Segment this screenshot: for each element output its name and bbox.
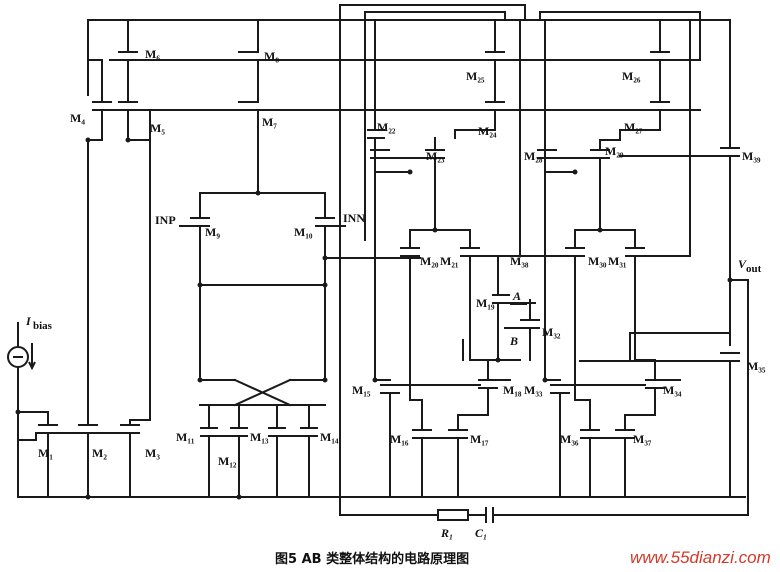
label-b: B	[509, 334, 518, 348]
label-ibias-sub: bias	[33, 320, 53, 332]
label-m15: M₁₅	[352, 383, 371, 397]
label-m8: M₈	[264, 49, 279, 63]
output-stage-left	[339, 4, 566, 516]
label-m35: M₃₅	[747, 359, 766, 373]
label-m24: M₂₄	[478, 124, 497, 138]
label-m31: M₃₁	[608, 254, 627, 268]
label-vout: V	[738, 257, 747, 271]
figure-caption: 图5 AB 类整体结构的电路原理图	[275, 551, 469, 567]
label-m23: M₂₃	[426, 149, 445, 163]
label-m16: M₁₆	[390, 432, 409, 446]
label-m34: M₃₄	[663, 383, 682, 397]
label-m18: M₁₈	[503, 383, 522, 397]
label-m39: M₃₉	[742, 149, 761, 163]
label-inp: INP	[155, 213, 176, 227]
label-m4: M₄	[70, 111, 85, 125]
junction-dots	[15, 137, 733, 500]
label-m19: M₁₉	[476, 296, 495, 310]
class-ab-control	[492, 255, 540, 361]
label-m32: M₃₂	[542, 325, 561, 339]
label-m36: M₃₆	[560, 432, 579, 446]
label-c1: C₁	[475, 526, 487, 540]
folded-cascode-bottom	[199, 378, 326, 498]
label-m10: M₁₀	[294, 225, 313, 239]
label-m5: M₅	[150, 121, 165, 135]
label-m27: M₂₇	[624, 120, 643, 134]
output-drivers	[579, 19, 749, 516]
label-m3: M₃	[145, 446, 160, 460]
compensation-network	[339, 507, 749, 523]
watermark: www.55dianzi.com	[630, 548, 771, 567]
label-m7: M₇	[262, 115, 277, 129]
bias-mirror-m1-m2-m3	[17, 109, 151, 498]
label-m37: M₃₇	[633, 432, 652, 446]
label-m30: M₃₀	[588, 254, 607, 268]
label-vout-sub: out	[746, 263, 762, 275]
label-m29: M₂₉	[605, 144, 624, 158]
label-m28: M₂₈	[524, 149, 543, 163]
label-m38: M₃₈	[510, 254, 529, 268]
input-diff-pair	[179, 192, 421, 381]
label-a: A	[512, 289, 521, 303]
label-m6: M₆	[145, 47, 160, 61]
label-m13: M₁₃	[250, 430, 269, 444]
label-m17: M₁₇	[470, 432, 489, 446]
label-m26: M₂₆	[622, 69, 641, 83]
label-m12: M₁₂	[218, 454, 237, 468]
label-m14: M₁₄	[320, 430, 339, 444]
label-m11: M₁₁	[176, 430, 195, 444]
label-ibias: I	[25, 314, 32, 328]
label-m25: M₂₅	[466, 69, 485, 83]
label-r1: R₁	[440, 526, 453, 540]
label-m33: M₃₃	[524, 383, 543, 397]
label-m21: M₂₁	[440, 254, 459, 268]
label-m20: M₂₀	[420, 254, 439, 268]
vdd-rail	[87, 19, 691, 96]
bias-current-source	[7, 322, 36, 413]
output-stage-right	[462, 11, 731, 498]
label-m9: M₉	[205, 225, 220, 239]
label-m1: M₁	[38, 446, 53, 460]
label-m2: M₂	[92, 446, 107, 460]
label-inn: INN	[343, 211, 365, 225]
label-m22: M₂₂	[377, 120, 396, 134]
device-labels: M₁ M₂ M₃ M₄ M₅ M₆ M₇ M₈ M₉ M₁₀ M₁₁ M₁₂ M…	[25, 47, 766, 540]
pmos-bias-cascode	[87, 19, 701, 194]
